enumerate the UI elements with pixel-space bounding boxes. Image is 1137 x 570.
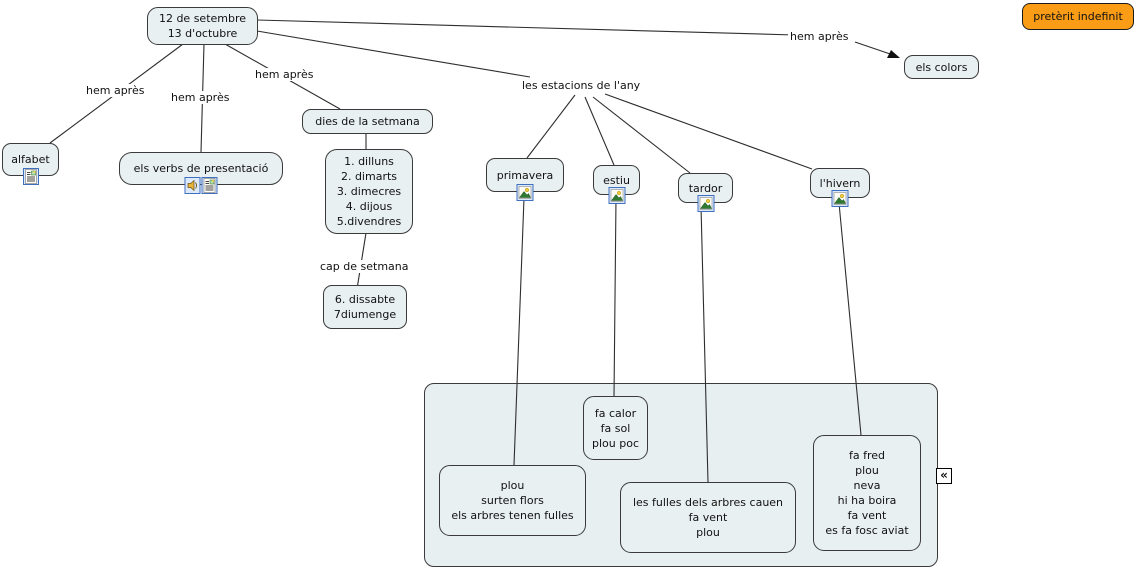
node-primavera[interactable]: primavera — [486, 158, 564, 201]
node-alfabet-label: alfabet — [11, 153, 50, 166]
verbs-resource-icons — [184, 177, 218, 194]
edge-hemapres-colors — [854, 41, 894, 56]
image-icon[interactable] — [831, 190, 849, 207]
node-primavera-label: primavera — [496, 168, 554, 182]
link-label-hem-apres-colors[interactable]: hem après — [788, 30, 851, 43]
estiu-resource-icons — [608, 187, 625, 204]
node-hivern-label: l'hivern — [819, 176, 861, 190]
node-estiu[interactable]: estiu — [593, 165, 640, 204]
node-weekend[interactable]: 6. dissabte 7diumenge — [323, 285, 407, 329]
edge-estacions-hivern — [604, 93, 813, 170]
arrowhead-els-colors — [887, 50, 900, 58]
node-tardor-label: tardor — [688, 181, 723, 195]
edge-estiu-desc — [613, 197, 617, 398]
edge-estacions-estiu — [584, 96, 615, 166]
node-verbs-presentacio[interactable]: els verbs de presentació — [119, 152, 283, 194]
alfabet-resource-icons — [22, 168, 39, 185]
node-tardor[interactable]: tardor — [678, 173, 733, 212]
link-label-hem-apres-verbs[interactable]: hem après — [169, 91, 232, 104]
document-icon[interactable] — [22, 168, 39, 185]
node-els-colors[interactable]: els colors — [904, 55, 979, 79]
image-icon[interactable] — [608, 187, 625, 204]
collapse-toggle-button[interactable]: « — [936, 468, 952, 484]
node-preterit-indefinit[interactable]: pretèrit indefinit — [1022, 3, 1134, 30]
document-icon[interactable] — [201, 177, 218, 194]
node-dies-setmana[interactable]: dies de la setmana — [302, 109, 433, 134]
image-icon[interactable] — [697, 195, 714, 212]
link-label-cap-setmana[interactable]: cap de setmana — [318, 260, 411, 273]
node-estiu-desc[interactable]: fa calor fa sol plou poc — [583, 396, 648, 460]
tardor-resource-icons — [697, 195, 714, 212]
node-hivern-desc[interactable]: fa fred plou neva hi ha boira fa vent es… — [813, 435, 921, 551]
node-weekdays[interactable]: 1. dilluns 2. dimarts 3. dimecres 4. dij… — [325, 149, 413, 234]
edge-estacions-tardor — [592, 96, 691, 174]
link-label-hem-apres-alfabet[interactable]: hem après — [84, 84, 147, 97]
node-tardor-desc[interactable]: les fulles dels arbres cauen fa vent plo… — [620, 482, 796, 553]
node-primavera-desc[interactable]: plou surten flors els arbres tenen fulle… — [439, 465, 586, 536]
link-label-estacions[interactable]: les estacions de l'any — [520, 79, 643, 92]
audio-icon[interactable] — [184, 177, 201, 194]
edge-dates-hemapres — [256, 19, 796, 36]
hivern-resource-icons — [831, 190, 849, 207]
node-dates[interactable]: 12 de setembre 13 d'octubre — [147, 7, 258, 45]
link-label-hem-apres-dies[interactable]: hem après — [253, 68, 316, 81]
node-hivern[interactable]: l'hivern — [810, 168, 870, 207]
node-alfabet[interactable]: alfabet — [2, 143, 59, 185]
image-icon[interactable] — [516, 184, 534, 201]
node-verbs-label: els verbs de presentació — [133, 162, 269, 175]
primavera-resource-icons — [516, 184, 534, 201]
node-estiu-label: estiu — [603, 173, 630, 187]
edge-estacions-primavera — [526, 94, 576, 159]
